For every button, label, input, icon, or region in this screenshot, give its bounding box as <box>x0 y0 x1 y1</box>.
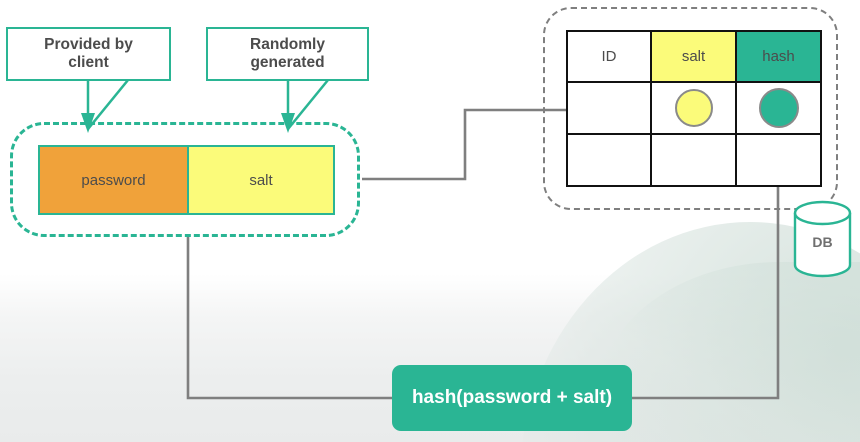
hash-dot-wrapper <box>737 83 820 133</box>
callout-randomly-generated: Randomly generated <box>206 27 369 81</box>
callout-random-tail <box>287 79 329 130</box>
database-cylinder: DB <box>793 200 852 278</box>
callout-client-line1: Provided by <box>44 35 133 53</box>
password-block-label: password <box>81 171 146 189</box>
salt-block: salt <box>188 147 333 213</box>
table-cell-id <box>566 133 652 187</box>
table-header-salt: salt <box>650 30 737 83</box>
hash-function-box: hash(password + salt) <box>392 365 632 431</box>
table-header-hash: hash <box>735 30 822 83</box>
salt-block-label: salt <box>249 171 273 189</box>
database-table: ID salt hash <box>566 30 822 187</box>
hash-value-dot-icon <box>758 88 799 128</box>
password-block: password <box>40 147 189 213</box>
table-header-id: ID <box>566 30 652 83</box>
callout-client-line2: client <box>68 54 109 71</box>
connector-hash-to-table <box>632 138 788 400</box>
table-cell-salt <box>650 133 737 187</box>
table-row <box>566 81 822 135</box>
table-cell-salt <box>650 81 737 135</box>
salt-dot-wrapper <box>652 83 735 133</box>
connector-client-to-hash <box>186 237 392 400</box>
callout-random-line1: Randomly <box>250 35 325 53</box>
salt-value-dot-icon <box>674 89 713 127</box>
connector-salt-to-table <box>362 100 666 181</box>
table-cell-hash <box>735 133 822 187</box>
password-salt-concat: password salt <box>38 145 335 215</box>
callout-random-line2: generated <box>250 54 325 71</box>
table-header-row: ID salt hash <box>566 30 822 83</box>
database-cylinder-label: DB <box>812 234 833 250</box>
callout-provided-by-client: Provided by client <box>6 27 171 81</box>
callout-client-tail <box>87 79 129 130</box>
table-row <box>566 133 822 187</box>
table-header-salt-label: salt <box>681 48 706 65</box>
table-cell-hash <box>735 81 822 135</box>
table-cell-id <box>566 81 652 135</box>
hash-function-label: hash(password + salt) <box>411 387 613 408</box>
table-header-hash-label: hash <box>762 48 795 65</box>
table-header-id-label: ID <box>601 48 617 65</box>
